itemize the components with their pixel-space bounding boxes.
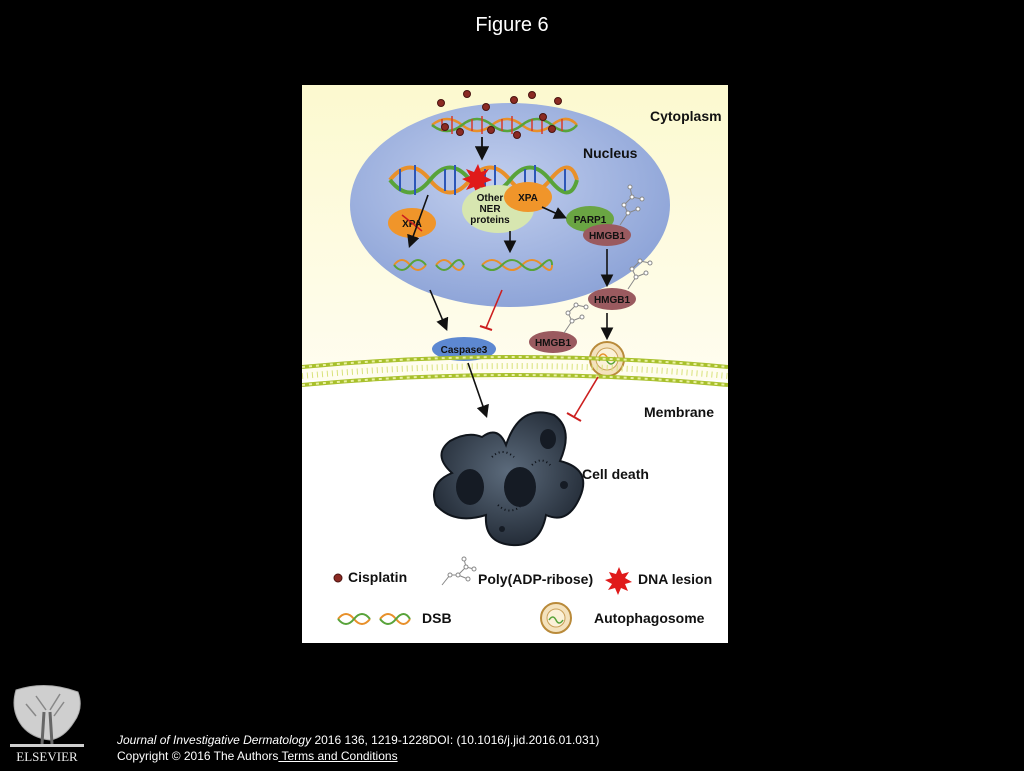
- nucleus-label: Nucleus: [583, 145, 638, 161]
- hmgb1-cytoplasm: [588, 288, 636, 310]
- copyright-line: Copyright © 2016 The Authors Terms and C…: [117, 748, 599, 764]
- cisplatin-molecules: [437, 90, 562, 139]
- legend-autophagosome-icon: [540, 602, 572, 634]
- elsevier-wordmark: ELSEVIER: [16, 749, 78, 764]
- dying-cell: [433, 411, 585, 547]
- legend-dna-lesion-label: DNA lesion: [638, 571, 712, 587]
- dna-fragments-left: [393, 259, 465, 271]
- membrane-label: Membrane: [644, 404, 714, 420]
- hmgb1-nucleus-label: HMGB1: [589, 231, 626, 242]
- citation-line: Journal of Investigative Dermatology 201…: [117, 732, 599, 748]
- hmgb1-nucleus: [583, 224, 631, 246]
- hmgb1-secreted: [529, 331, 577, 353]
- other-ner-label-line2: NER: [479, 204, 501, 215]
- hmgb1-secreted-label: HMGB1: [535, 338, 572, 349]
- xpa-left-label: XPA: [402, 219, 422, 230]
- parp1-label: PARP1: [574, 215, 607, 226]
- legend-cisplatin-label: Cisplatin: [348, 569, 407, 585]
- cell-membrane: [302, 355, 728, 387]
- dna-repaired-center: [481, 259, 553, 271]
- legend-dsb-icon: [337, 613, 411, 625]
- cytoplasm-label: Cytoplasm: [650, 108, 722, 124]
- poly-adp-ribose-chain-2: [627, 258, 653, 290]
- legend-poly-adp-ribose-label: Poly(ADP-ribose): [478, 571, 593, 587]
- xpa-center: [504, 182, 552, 212]
- xpa-inhibit-mark: [401, 214, 423, 232]
- journal-name: Journal of Investigative Dermatology: [117, 733, 312, 747]
- legend-dsb-label: DSB: [422, 610, 452, 626]
- legend-autophagosome-label: Autophagosome: [594, 610, 705, 626]
- other-ner-label-line1: Other: [477, 193, 504, 204]
- slide-title: Figure 6: [475, 14, 549, 36]
- citation-details: 2016 136, 1219-1228DOI: (10.1016/j.jid.2…: [311, 733, 600, 747]
- legend: Cisplatin Poly(ADP-ribose) DNA lesion DS…: [333, 556, 712, 634]
- legend-dna-lesion-icon: [605, 567, 632, 595]
- slide-footer: Journal of Investigative Dermatology 201…: [117, 732, 599, 764]
- caspase3-label: Caspase3: [441, 345, 488, 356]
- xpa-center-label: XPA: [518, 193, 538, 204]
- legend-cisplatin-icon: [333, 573, 343, 583]
- terms-and-conditions-link[interactable]: Terms and Conditions: [278, 749, 398, 763]
- poly-adp-ribose-chain-1: [619, 184, 645, 226]
- figure-panel: Cytoplasm Nucleus Other NER proteins XPA…: [302, 85, 728, 643]
- legend-poly-adp-ribose-icon: [441, 556, 477, 586]
- elsevier-logo: ELSEVIER: [6, 682, 88, 766]
- caspase3: [432, 337, 496, 361]
- hmgb1-cytoplasm-label: HMGB1: [594, 295, 631, 306]
- copyright-text: Copyright © 2016 The Authors: [117, 749, 279, 763]
- other-ner-label-line3: proteins: [470, 215, 510, 226]
- poly-adp-ribose-chain-3: [563, 302, 589, 334]
- cell-death-label: Cell death: [582, 466, 649, 482]
